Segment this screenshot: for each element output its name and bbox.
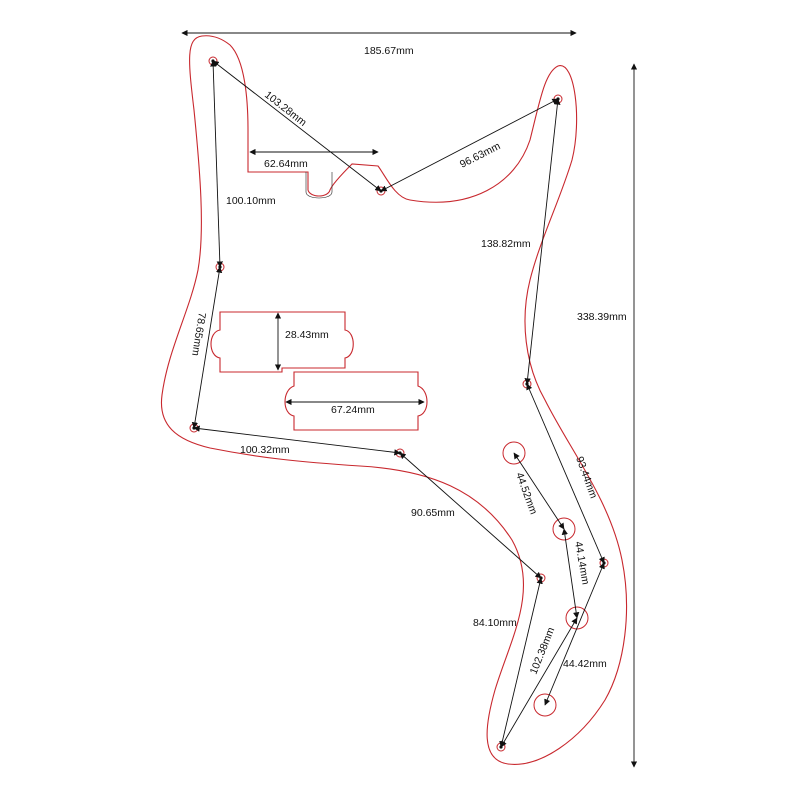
label-left-top-to-mid: 100.10mm [226, 195, 276, 207]
label-center-to-top-right: 96.63mm [458, 140, 503, 171]
neck-tab-outline [305, 172, 333, 199]
label-right-top-to-mid: 138.82mm [481, 238, 531, 250]
label-knob-3-to-jack: 44.42mm [563, 658, 607, 670]
label-left-mid-to-low: 78.65mm [189, 312, 208, 357]
dim-line-knob-3-to-jack [544, 562, 605, 706]
label-knob-2-to-3: 44.14mm [572, 540, 591, 585]
dim-line-right-mid-to-low [526, 383, 605, 564]
dim-line-left-low-to-center-low [193, 425, 401, 456]
pickguard-outline [160, 35, 628, 765]
dimension-labels: 185.67mm 338.39mm 103.28mm 62.64mm 96.63… [189, 45, 627, 676]
dim-line-center-low-to-lower-mid [399, 452, 542, 579]
dim-line-bottom-to-knob-3 [500, 617, 578, 748]
label-overall-width: 185.67mm [364, 45, 414, 57]
dim-line-center-to-top-right [380, 98, 559, 192]
label-top-left-to-center: 103.28mm [262, 89, 309, 129]
dimension-lines [181, 29, 638, 768]
dim-line-top-left-to-center [212, 60, 382, 192]
control-holes [502, 441, 589, 717]
dim-line-right-top-to-mid [524, 98, 561, 385]
label-pickup-height: 28.43mm [285, 329, 329, 341]
label-bottom-to-knob-3: 102.38mm [528, 625, 558, 676]
label-center-low-to-lower-mid: 90.65mm [411, 507, 455, 519]
dim-line-left-top-to-mid [210, 60, 223, 268]
label-pickup-width: 67.24mm [331, 404, 375, 416]
label-neck-pocket-width: 62.64mm [264, 158, 308, 170]
label-overall-height: 338.39mm [577, 311, 627, 323]
label-right-mid-to-low: 93.44mm [573, 455, 599, 500]
pickup-cavity-lower [284, 371, 428, 431]
label-knob-1-to-2: 44.52mm [513, 471, 539, 516]
label-lower-mid-to-bottom: 84.10mm [473, 617, 517, 629]
label-left-low-to-center-low: 100.32mm [240, 444, 290, 456]
dim-line-left-mid-to-low [191, 266, 223, 429]
pickup-cavity-upper [210, 311, 354, 373]
